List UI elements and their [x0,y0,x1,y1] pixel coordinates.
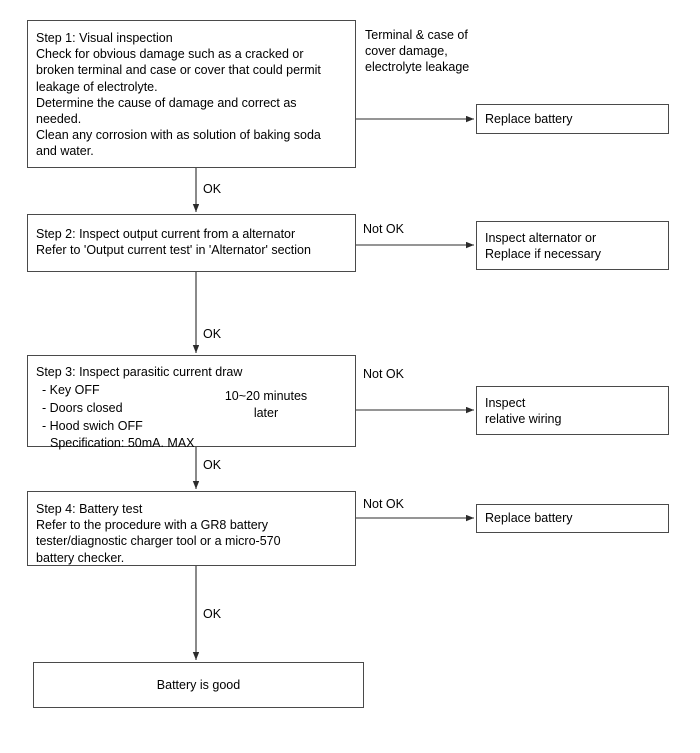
edge-label-not-ok-4: Not OK [363,497,404,511]
edge-label-ok-3: OK [203,458,222,472]
step-2-text: Step 2: Inspect output current from a al… [36,227,311,258]
step-4-box[interactable]: Step 4: Battery test Refer to the proced… [27,491,356,566]
outcome-replace-battery-1-label: Replace battery [485,111,573,126]
step-4-text: Step 4: Battery test Refer to the proced… [36,502,281,565]
step-3-bracket-note: 10~20 minutes later [224,389,308,420]
step-3-specification: Specification: 50mA. MAX [50,436,195,450]
step-3-bullets: - Key OFF - Doors closed - Hood swich OF… [42,383,143,433]
edge-label-ok-1: OK [203,182,222,196]
step-2-box[interactable]: Step 2: Inspect output current from a al… [27,214,356,272]
result-battery-is-good[interactable]: Battery is good [33,662,364,708]
step-3-heading: Step 3: Inspect parasitic current draw [36,365,243,379]
step-3-box[interactable]: Step 3: Inspect parasitic current draw -… [27,355,356,450]
edge-label-ok-2: OK [203,327,222,341]
edge-label-ok-4: OK [203,607,222,621]
outcome-replace-battery-2-label: Replace battery [485,511,573,526]
outcome-inspect-wiring-label: Inspect relative wiring [485,396,562,427]
edge-label-not-ok-3: Not OK [363,367,404,381]
condition-damage-label: Terminal & case of cover damage, electro… [365,28,470,75]
outcome-replace-battery-1[interactable]: Replace battery [476,104,669,134]
edge-label-not-ok-2: Not OK [363,222,404,236]
step-1-box[interactable]: Step 1: Visual inspection Check for obvi… [27,20,356,168]
outcome-inspect-wiring[interactable]: Inspect relative wiring [476,386,669,435]
outcome-inspect-alternator-label: Inspect alternator or Replace if necessa… [485,231,602,262]
result-battery-is-good-label: Battery is good [156,677,241,692]
outcome-replace-battery-2[interactable]: Replace battery [476,504,669,533]
step-1-text: Step 1: Visual inspection Check for obvi… [36,31,321,159]
outcome-inspect-alternator[interactable]: Inspect alternator or Replace if necessa… [476,221,669,270]
